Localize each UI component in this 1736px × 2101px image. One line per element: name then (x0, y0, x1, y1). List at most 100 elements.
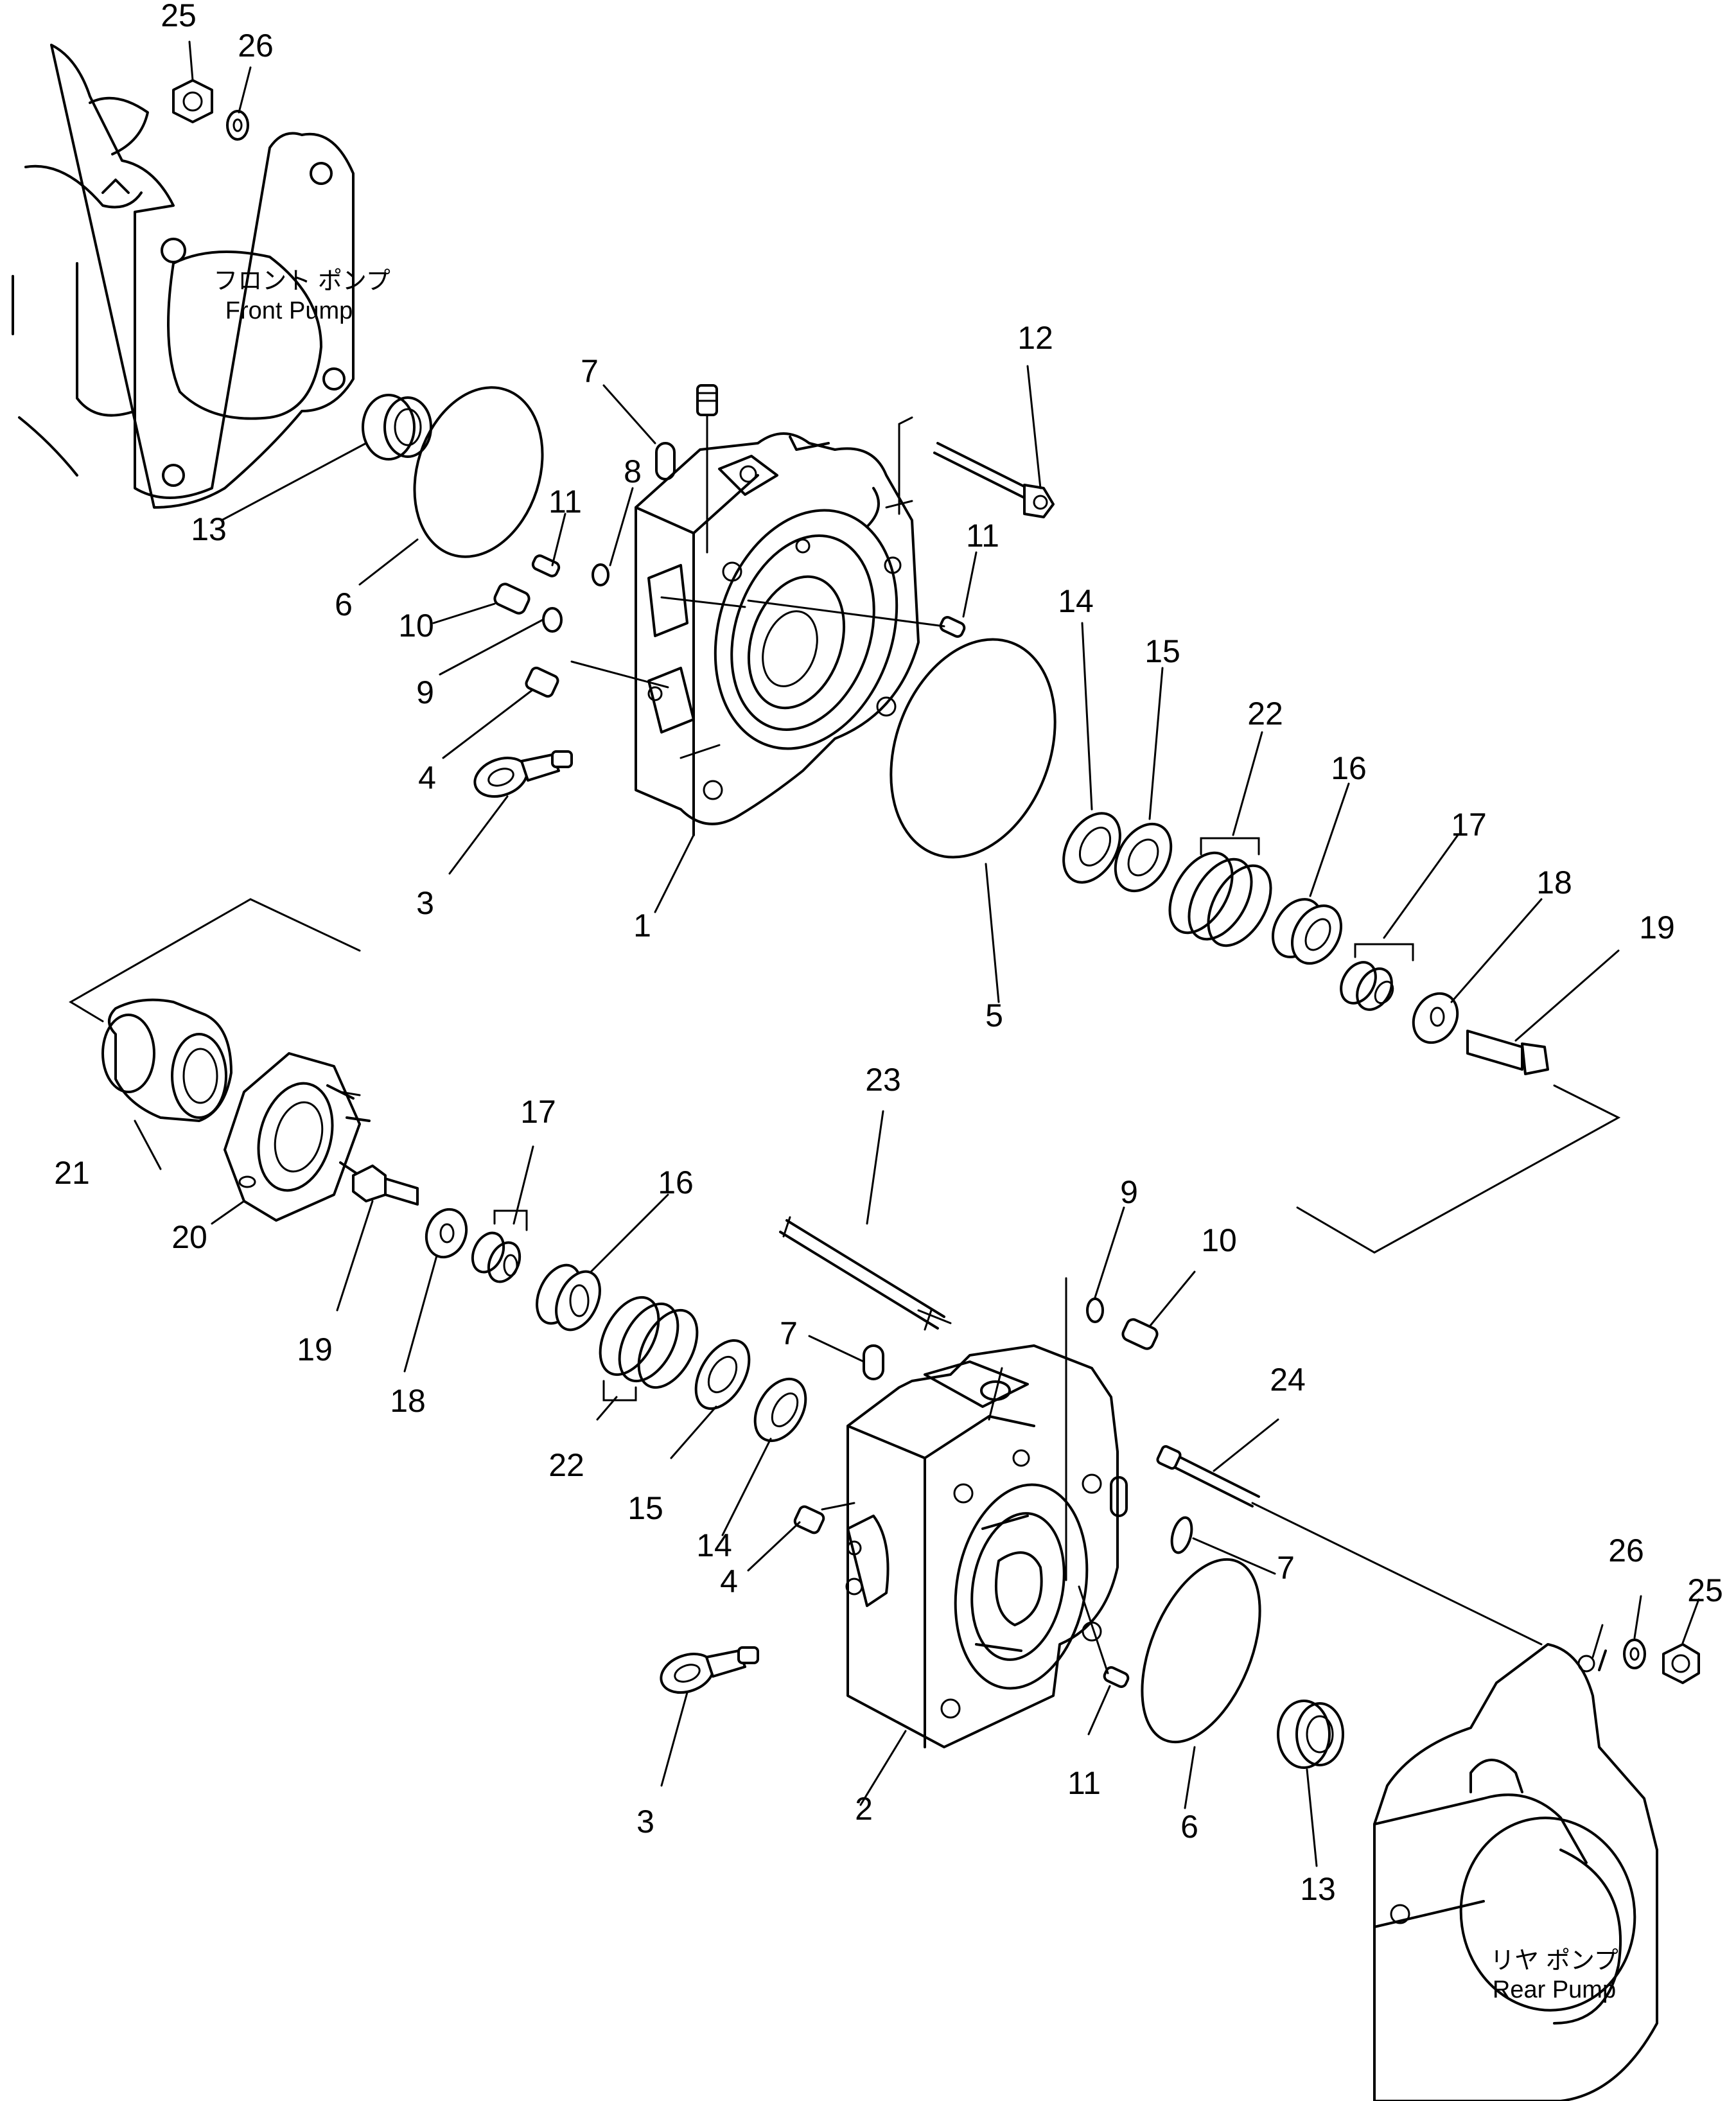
callout-11-top-right: 11 (966, 518, 999, 554)
o-ring-9-lower (1086, 1297, 1104, 1323)
callout-2: 2 (855, 1791, 873, 1827)
washer-18-top (1412, 992, 1459, 1044)
callout-25-top: 25 (161, 0, 197, 33)
front-pump-housing (12, 44, 355, 509)
callout-26-lower: 26 (1608, 1533, 1644, 1569)
housing-2 (845, 1344, 1128, 1748)
callout-16-lower: 16 (658, 1165, 694, 1200)
callout-6-top: 6 (335, 586, 353, 622)
bolt-19-top (1466, 1030, 1549, 1075)
o-ring-6-top (413, 386, 544, 558)
callout-9-lower: 9 (1120, 1174, 1138, 1210)
pin-11-top-right (939, 616, 966, 638)
plate-20 (224, 1052, 371, 1222)
callout-18-lower: 18 (390, 1383, 426, 1419)
callout-11-top-left: 11 (548, 484, 582, 520)
eye-bolt-3-lower (660, 1646, 759, 1694)
ring-8 (592, 563, 609, 586)
callout-20: 20 (171, 1219, 207, 1255)
bearing-13-top (362, 394, 432, 461)
callout-15-top: 15 (1144, 633, 1180, 669)
callout-5: 5 (985, 998, 1003, 1033)
fitting-top (696, 384, 718, 554)
connector-line-right (1296, 1084, 1621, 1254)
bearing-14-top (1062, 812, 1121, 884)
callout-14-lower: 14 (696, 1527, 732, 1563)
callout-15-lower: 15 (627, 1490, 663, 1526)
callout-8: 8 (624, 453, 642, 489)
bracket-12 (885, 416, 913, 515)
callout-13-lower: 13 (1300, 1871, 1336, 1907)
connector-line-left (69, 898, 361, 1023)
callout-18-top: 18 (1536, 865, 1572, 901)
o-ring-9-top (542, 607, 563, 633)
spacer-17-lower (471, 1209, 528, 1283)
callout-19-top: 19 (1639, 910, 1675, 945)
callout-6-lower: 6 (1180, 1809, 1198, 1845)
front-pump-label-en: Front Pump (225, 297, 353, 324)
bolt-12 (933, 442, 1055, 518)
nut-25-top (172, 79, 213, 123)
callout-25-lower: 25 (1687, 1572, 1723, 1608)
callout-7-top: 7 (581, 353, 599, 389)
o-ring-5 (890, 638, 1057, 859)
bearing-13-lower (1277, 1700, 1344, 1769)
callout-4-lower: 4 (720, 1563, 738, 1599)
bearing-14-lower (753, 1377, 807, 1443)
plate-15-lower (694, 1339, 751, 1411)
ring-set-22-top (1168, 837, 1272, 947)
o-ring-6-lower (1141, 1558, 1261, 1744)
callout-11-lower: 11 (1067, 1765, 1101, 1801)
plate-15-top (1114, 822, 1173, 893)
callout-17-top: 17 (1451, 807, 1487, 843)
callout-1: 1 (633, 908, 651, 944)
plug-4-lower (793, 1505, 825, 1534)
callout-24: 24 (1270, 1362, 1306, 1398)
callout-7-lower-right: 7 (1277, 1550, 1295, 1586)
callout-9-top: 9 (416, 674, 434, 710)
coupling-21 (101, 998, 232, 1122)
callout-12: 12 (1017, 320, 1053, 356)
callout-10-top: 10 (398, 608, 434, 644)
spacer-17-top (1340, 943, 1414, 1011)
o-ring-7-lower-left (863, 1344, 884, 1380)
o-ring-7-lower-right (1170, 1516, 1193, 1554)
callout-3-top: 3 (416, 885, 434, 921)
rear-pump-label-en: Rear Pump (1493, 1976, 1616, 2003)
callout-3-lower: 3 (636, 1804, 654, 1840)
bearing-16-top (1272, 898, 1342, 965)
plug-10-top (493, 583, 530, 615)
callout-13-top: 13 (191, 511, 227, 547)
bolt-19-lower (352, 1165, 419, 1206)
callout-10-lower: 10 (1201, 1222, 1237, 1258)
washer-26-lower (1623, 1639, 1646, 1669)
washer-26-top (226, 110, 249, 141)
callout-7-lower-left: 7 (780, 1315, 798, 1351)
callout-17-lower: 17 (520, 1094, 556, 1130)
callout-16-top: 16 (1331, 750, 1367, 786)
callout-21: 21 (54, 1155, 90, 1191)
plug-10-lower (1121, 1318, 1159, 1350)
front-pump-label-jp: フロント ポンプ (213, 268, 390, 295)
ring-set-22-lower (599, 1296, 699, 1402)
washer-18-lower (425, 1208, 468, 1259)
housing-1 (635, 432, 920, 836)
pin-11-top-left (531, 554, 561, 577)
o-ring-7-top (655, 442, 676, 480)
callout-4-top: 4 (418, 760, 436, 796)
callout-14-top: 14 (1058, 583, 1094, 619)
callout-22-top: 22 (1247, 696, 1283, 732)
eye-bolt-3-top (473, 750, 573, 798)
leader-lines (134, 40, 1700, 1867)
bearing-16-lower (536, 1263, 601, 1332)
callout-numbers: 25 26 12 7 8 11 11 14 15 22 16 17 18 19 … (54, 0, 1723, 1907)
pin-11-lower (1103, 1666, 1130, 1688)
plug-4-top (525, 666, 559, 698)
rear-pump-label-jp: リヤ ポンプ (1490, 1947, 1618, 1974)
stud-24 (1156, 1445, 1260, 1508)
callout-22-lower: 22 (548, 1447, 584, 1483)
stud-23 (779, 1216, 945, 1331)
nut-25-lower (1662, 1643, 1700, 1684)
